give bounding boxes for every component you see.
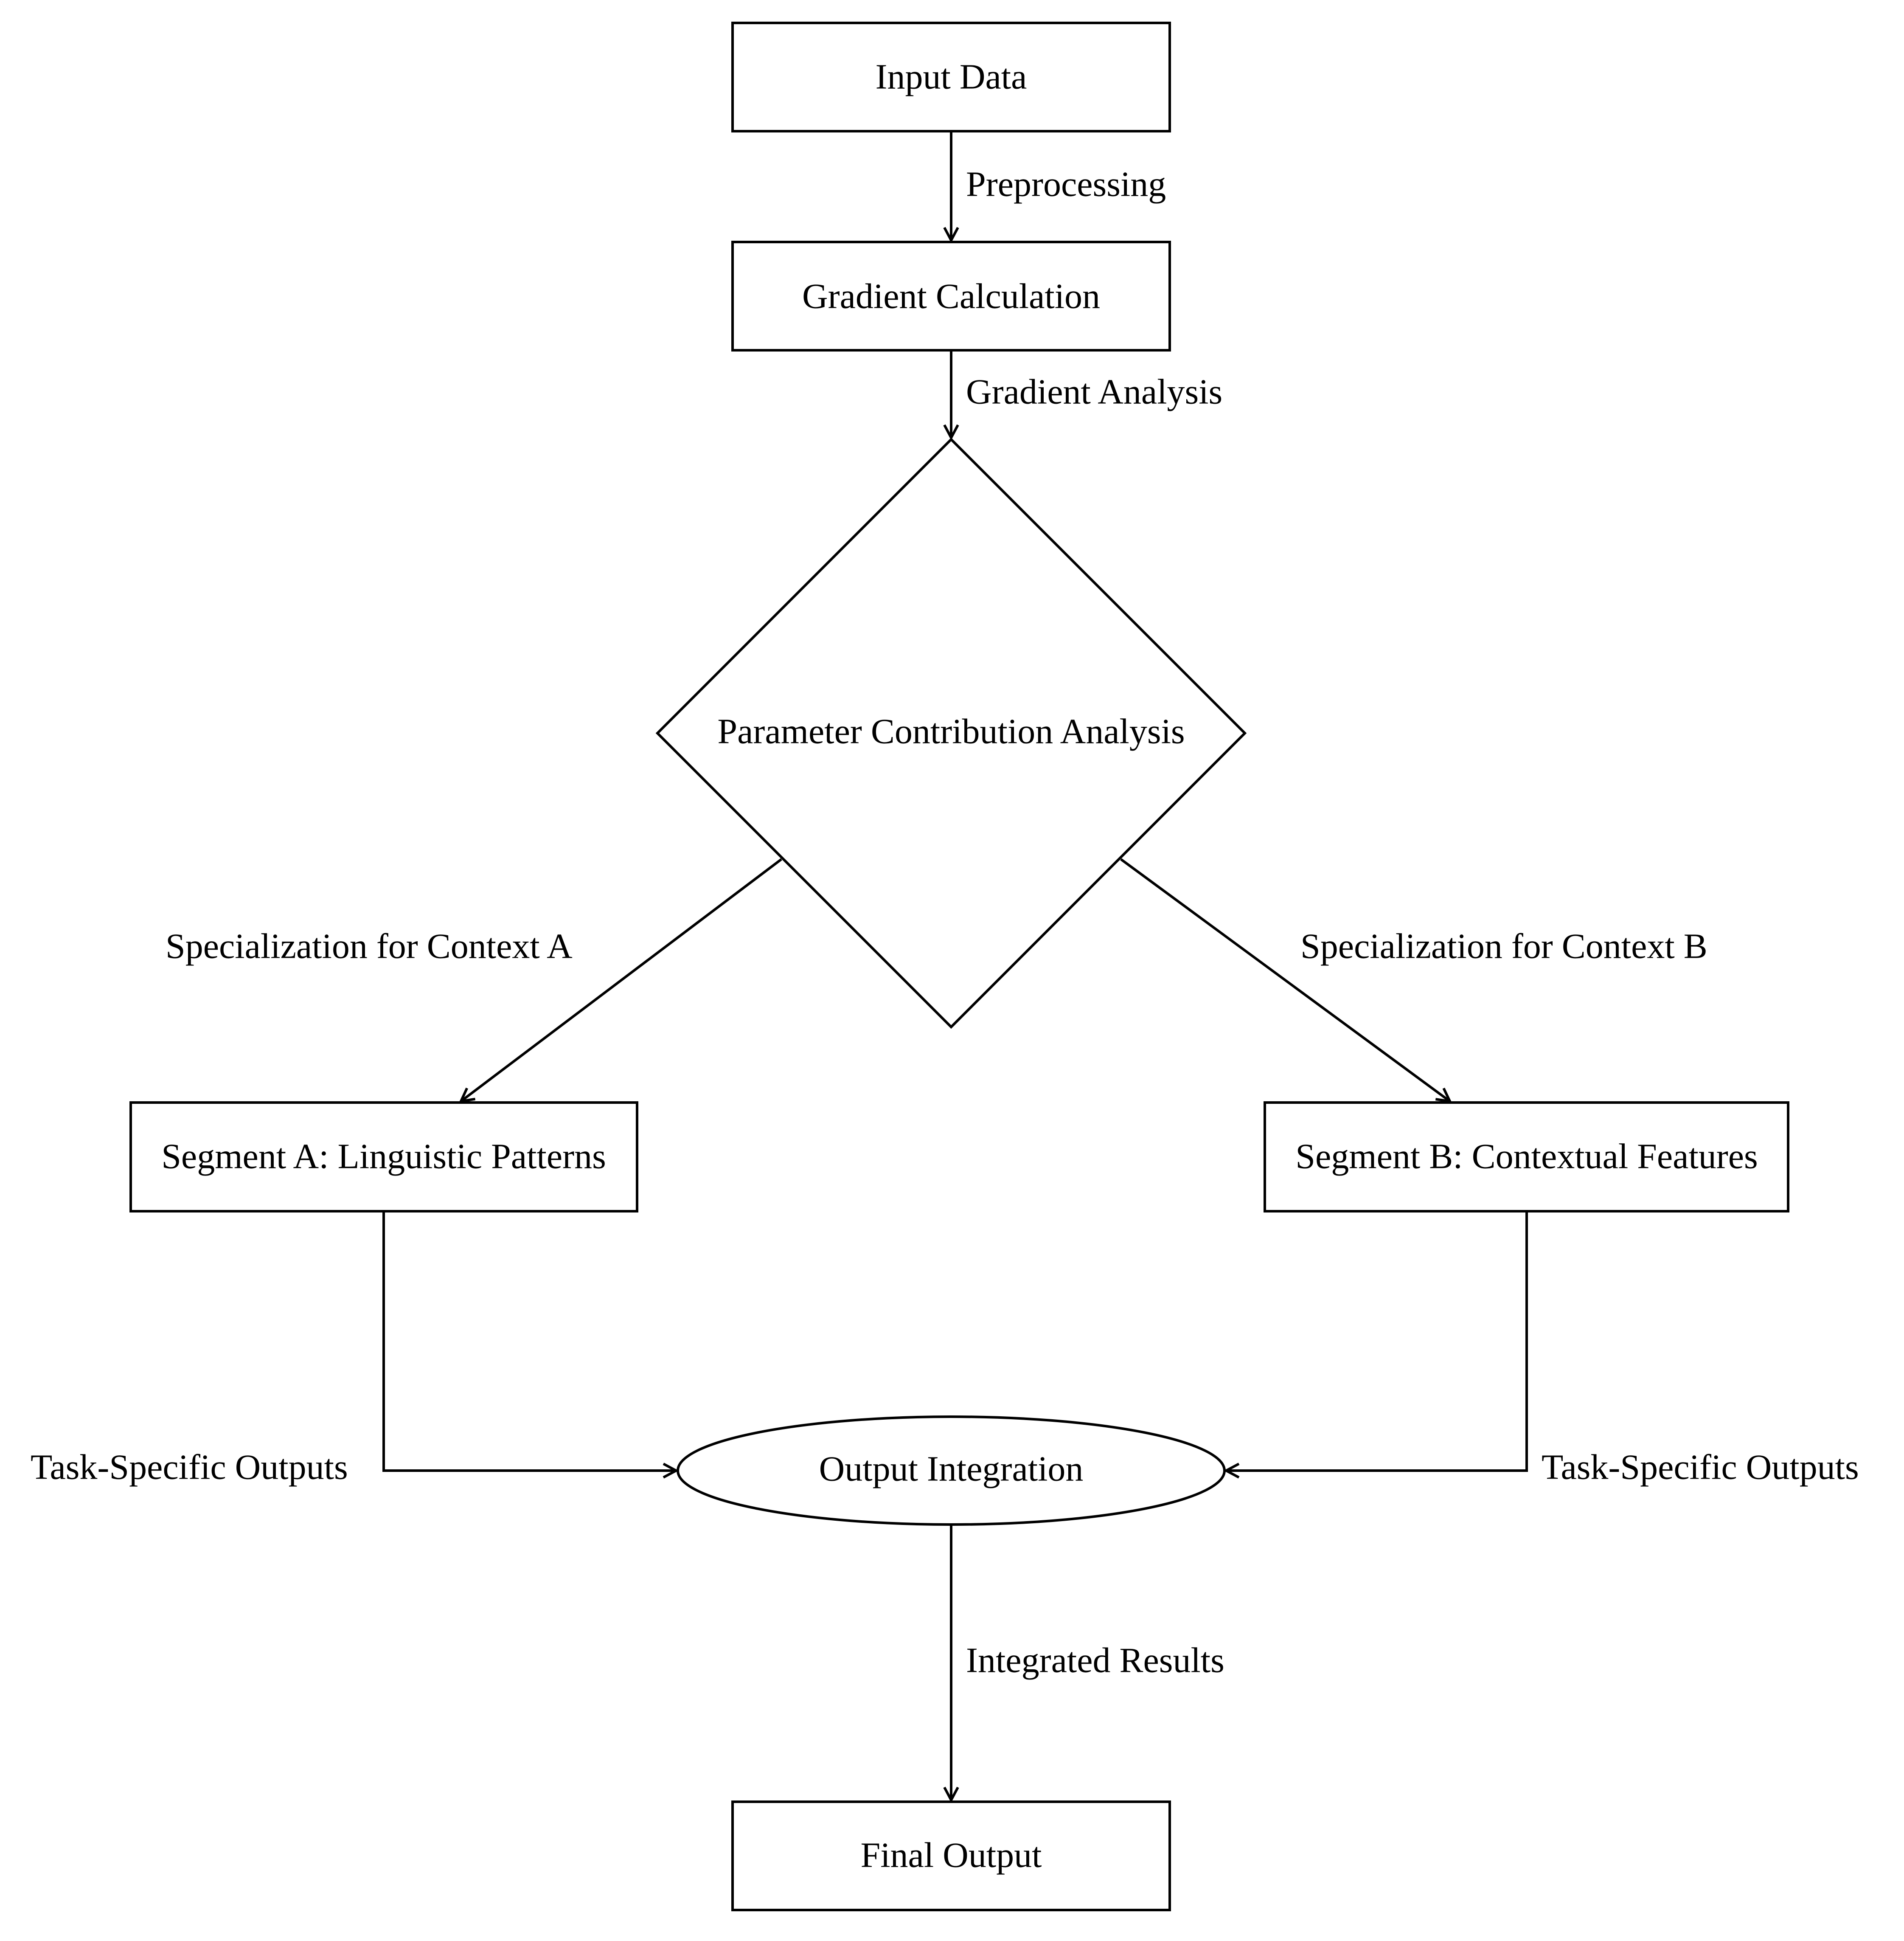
node-input-data: Input Data (731, 22, 1171, 132)
edge-specialization-a: Specialization for Context A (166, 858, 782, 1101)
edge-task-outputs-right: Task-Specific Outputs (1226, 1211, 1859, 1487)
edge-task-outputs-left-label: Task-Specific Outputs (31, 1448, 348, 1487)
node-segment-a-label: Segment A: Linguistic Patterns (161, 1137, 606, 1176)
node-final-output: Final Output (731, 1800, 1171, 1911)
edge-integrated-results: Integrated Results (951, 1525, 1224, 1800)
edge-specialization-b: Specialization for Context B (1120, 858, 1707, 1101)
edge-task-outputs-left: Task-Specific Outputs (31, 1211, 676, 1487)
node-gradient-calculation: Gradient Calculation (731, 241, 1171, 352)
edge-task-outputs-right-label: Task-Specific Outputs (1542, 1448, 1859, 1487)
node-output-integration: Output Integration (677, 1415, 1226, 1526)
node-final-output-label: Final Output (860, 1836, 1042, 1875)
node-parameter-contribution-analysis-label: Parameter Contribution Analysis (717, 712, 1185, 751)
node-parameter-contribution-analysis: Parameter Contribution Analysis (655, 437, 1247, 1029)
node-segment-b-label: Segment B: Contextual Features (1295, 1137, 1758, 1176)
node-gradient-calculation-label: Gradient Calculation (802, 277, 1100, 316)
node-segment-b: Segment B: Contextual Features (1264, 1101, 1789, 1212)
node-segment-a: Segment A: Linguistic Patterns (129, 1101, 638, 1212)
node-input-data-label: Input Data (876, 57, 1027, 97)
edge-preprocessing-label: Preprocessing (966, 165, 1166, 204)
edge-preprocessing: Preprocessing (951, 131, 1166, 240)
edge-specialization-b-label: Specialization for Context B (1300, 927, 1707, 966)
edge-integrated-results-label: Integrated Results (966, 1641, 1224, 1680)
node-output-integration-label: Output Integration (819, 1449, 1084, 1489)
edge-specialization-a-label: Specialization for Context A (166, 927, 573, 966)
edge-gradient-analysis: Gradient Analysis (951, 350, 1222, 438)
edge-gradient-analysis-label: Gradient Analysis (966, 372, 1222, 412)
